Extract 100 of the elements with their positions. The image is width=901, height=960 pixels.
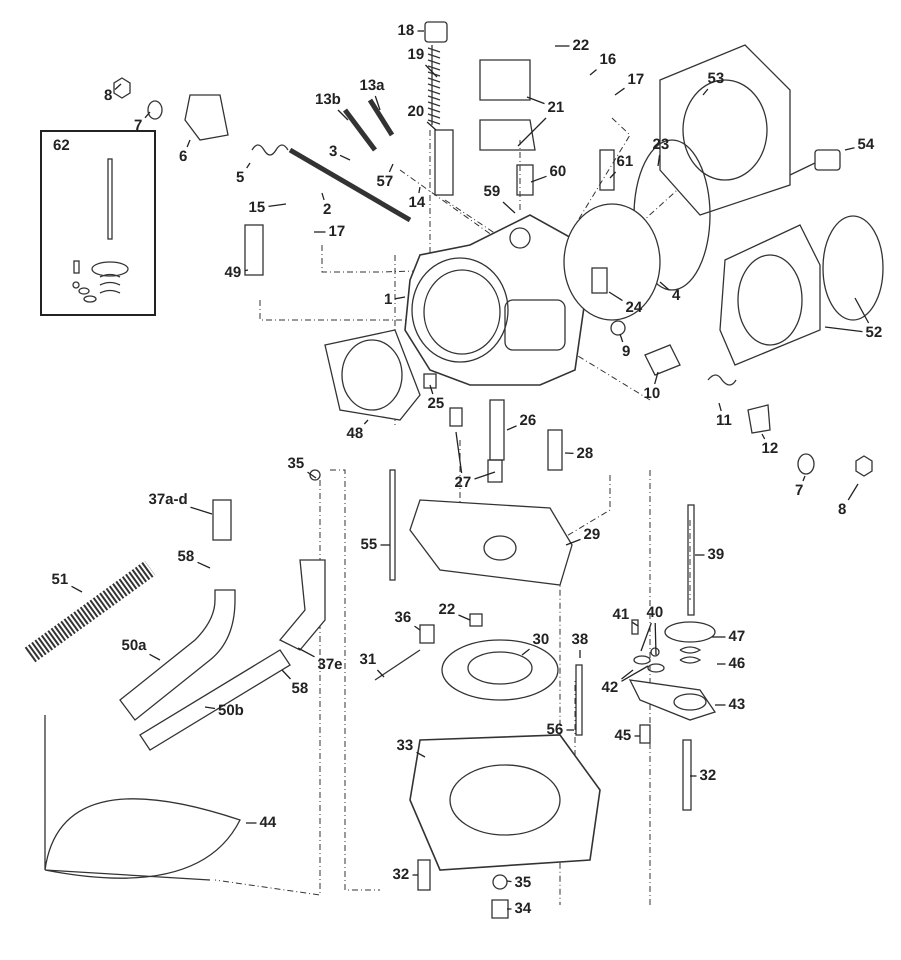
leader-line bbox=[717, 663, 726, 665]
callout-number: 50b bbox=[217, 703, 245, 719]
leader-line bbox=[246, 162, 251, 168]
callout-number: 14 bbox=[408, 195, 426, 211]
leader-line bbox=[412, 874, 418, 876]
callout-number: 44 bbox=[258, 815, 278, 831]
callout-number: 5 bbox=[235, 170, 246, 186]
leader-line bbox=[566, 538, 581, 546]
leader-line bbox=[506, 880, 512, 882]
callout-number: 35 bbox=[286, 456, 306, 472]
callout-number: 10 bbox=[642, 386, 662, 402]
callout-number: 1 bbox=[383, 292, 394, 308]
leader-line bbox=[340, 154, 350, 161]
leader-line bbox=[364, 420, 368, 424]
callout-number: 8 bbox=[103, 88, 114, 104]
callout-number: 30 bbox=[532, 632, 550, 648]
callout-number: 38 bbox=[570, 632, 590, 648]
leader-line bbox=[579, 650, 581, 658]
callout-number: 37e bbox=[316, 657, 344, 673]
leader-line bbox=[654, 622, 657, 656]
callout-number: 21 bbox=[546, 100, 566, 116]
callout-number: 55 bbox=[360, 537, 378, 553]
leader-line bbox=[144, 112, 150, 118]
callout-number: 50a bbox=[120, 638, 148, 654]
callout-number: 15 bbox=[248, 200, 266, 216]
leader-line bbox=[657, 154, 660, 166]
leader-line bbox=[502, 202, 516, 214]
leader-line bbox=[632, 622, 638, 627]
leader-line bbox=[246, 822, 256, 824]
leader-line bbox=[640, 622, 652, 652]
callout-number: 57 bbox=[376, 174, 394, 190]
leader-line bbox=[380, 544, 390, 546]
callout-number: 37a-d bbox=[148, 492, 189, 508]
leader-line bbox=[718, 402, 722, 412]
callout-number: 22 bbox=[438, 602, 456, 618]
leader-line bbox=[590, 69, 597, 76]
callout-number: 42 bbox=[600, 680, 620, 696]
leader-line bbox=[506, 425, 517, 431]
callout-number: 40 bbox=[646, 605, 664, 621]
callout-number: 4 bbox=[671, 288, 682, 304]
callout-number: 17 bbox=[626, 72, 646, 88]
leader-line bbox=[458, 614, 470, 621]
callout-number: 34 bbox=[514, 901, 532, 917]
leader-line bbox=[314, 231, 326, 233]
callout-number: 18 bbox=[396, 23, 416, 39]
leader-line bbox=[566, 729, 574, 731]
leader-line bbox=[374, 96, 381, 110]
callout-number: 13a bbox=[358, 78, 386, 94]
leader-line bbox=[555, 45, 570, 47]
callout-number: 29 bbox=[582, 527, 602, 543]
callout-number: 20 bbox=[406, 104, 426, 120]
leader-line bbox=[394, 296, 406, 300]
leader-line bbox=[526, 96, 545, 104]
leader-line bbox=[149, 654, 160, 661]
leader-line bbox=[244, 269, 248, 272]
leader-line bbox=[530, 176, 547, 183]
callout-number: 11 bbox=[715, 413, 733, 429]
callout-number: 7 bbox=[794, 483, 804, 499]
leader-line bbox=[802, 476, 806, 482]
callout-number: 45 bbox=[614, 728, 632, 744]
leader-line bbox=[848, 484, 859, 500]
leader-line bbox=[307, 472, 316, 479]
callout-number: 3 bbox=[328, 144, 338, 160]
callout-number: 24 bbox=[624, 300, 644, 316]
leader-line bbox=[204, 706, 216, 710]
leader-line bbox=[695, 554, 704, 556]
leader-line bbox=[186, 140, 191, 148]
leader-line bbox=[761, 434, 766, 440]
callout-number: 33 bbox=[396, 738, 414, 754]
leader-line bbox=[824, 326, 863, 332]
leader-line bbox=[564, 452, 574, 454]
callout-number: 28 bbox=[576, 446, 594, 462]
callout-number: 43 bbox=[728, 697, 746, 713]
leader-line bbox=[71, 586, 82, 593]
leader-line bbox=[388, 164, 394, 172]
callout-number: 17 bbox=[328, 224, 346, 240]
leader-line bbox=[654, 372, 659, 384]
callout-number: 12 bbox=[760, 441, 780, 457]
callout-number: 47 bbox=[728, 629, 746, 645]
leader-line bbox=[518, 118, 546, 146]
leader-line bbox=[621, 669, 634, 680]
leader-line bbox=[416, 752, 426, 758]
callout-number: 8 bbox=[837, 502, 848, 518]
leader-line bbox=[414, 626, 420, 631]
leader-line bbox=[614, 88, 625, 96]
callout-number: 7 bbox=[133, 118, 144, 134]
callout-number: 6 bbox=[178, 149, 188, 165]
callout-number: 48 bbox=[346, 426, 364, 442]
leader-line bbox=[418, 186, 421, 194]
callout-number: 16 bbox=[598, 52, 618, 68]
callout-number: 39 bbox=[706, 547, 726, 563]
inset-panel bbox=[40, 130, 156, 316]
leader-line bbox=[455, 432, 462, 474]
callout-number: 35 bbox=[514, 875, 532, 891]
leader-line bbox=[712, 636, 726, 638]
leader-line bbox=[715, 704, 726, 706]
leader-line bbox=[114, 84, 122, 90]
leader-line bbox=[844, 147, 855, 151]
leader-line bbox=[702, 88, 708, 96]
leader-line bbox=[660, 282, 670, 290]
